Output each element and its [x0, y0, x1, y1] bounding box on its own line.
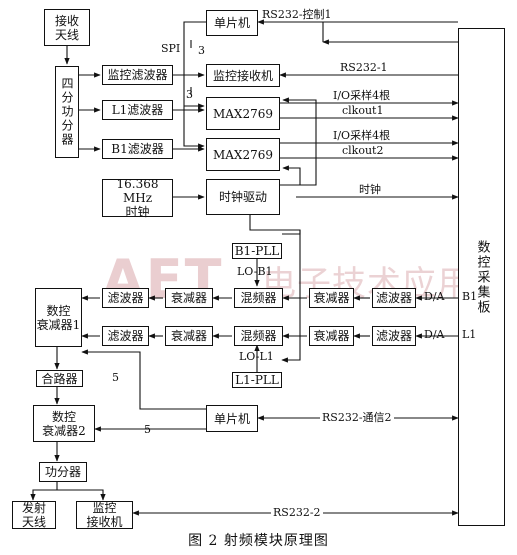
transmit-antenna-block: 发射 天线 [12, 501, 56, 529]
io-sample-2-label: I/O采样4根 [333, 129, 391, 142]
da-b1-label: D/A [424, 290, 445, 303]
rs232-2-label: RS232-2 [271, 506, 323, 519]
b1-tag-label: B1 [462, 290, 478, 303]
bus-width-3-b-label: 3 [186, 88, 193, 101]
digital-attenuator-1-block: 数控 衰减器1 [35, 288, 82, 347]
clkout1-label: clkout1 [342, 104, 384, 117]
monitor-filter-block: 监控滤波器 [102, 65, 173, 85]
mixer-b1-block: 混频器 [234, 288, 283, 308]
watermark-text: 电子技术应用 [262, 264, 472, 304]
clkout2-label: clkout2 [342, 144, 384, 157]
io-sample-1-label: I/O采样4根 [333, 89, 391, 102]
l1-pll-block: L1-PLL [232, 372, 282, 388]
filter-b1-out-block: 滤波器 [102, 288, 149, 308]
lo-b1-label: LO-B1 [237, 265, 273, 278]
mcu-top-block: 单片机 [206, 10, 258, 36]
lo-l1-label: LO-L1 [239, 350, 274, 363]
l1-filter-block: L1滤波器 [102, 100, 173, 120]
max2769-1-block: MAX2769 [206, 97, 280, 130]
filter-b1-in-block: 滤波器 [372, 288, 416, 308]
clock-source-block: 16.368 MHz 时钟 [102, 177, 173, 219]
b1-filter-block: B1滤波器 [102, 139, 173, 159]
rs232-comm2-label: RS232-通信2 [320, 411, 394, 424]
b1-pll-block: B1-PLL [232, 243, 282, 259]
mixer-l1-block: 混频器 [234, 326, 283, 346]
attenuator-l1-in-block: 衰减器 [309, 326, 354, 346]
rs232-control1-label: RS232-控制1 [262, 8, 332, 21]
monitor-receiver-top-block: 监控接收机 [206, 64, 280, 87]
rs232-1-label: RS232-1 [340, 61, 388, 74]
attenuator-l1-out-block: 衰减器 [165, 326, 213, 346]
bus-width-5-b-label: 5 [144, 423, 151, 436]
receive-antenna-block: 接收 天线 [44, 9, 90, 46]
da-l1-label: D/A [424, 328, 445, 341]
bus-width-5-a-label: 5 [112, 371, 119, 384]
max2769-2-block: MAX2769 [206, 138, 280, 171]
monitor-receiver-bottom-block: 监控 接收机 [76, 501, 133, 529]
spi-label: SPI [161, 42, 181, 55]
bus-width-3-a-label: 3 [198, 44, 205, 57]
filter-l1-out-block: 滤波器 [102, 326, 149, 346]
attenuator-b1-in-block: 衰减器 [309, 288, 354, 308]
attenuator-b1-out-block: 衰减器 [165, 288, 213, 308]
combiner-block: 合路器 [36, 370, 83, 387]
four-way-splitter-block: 四分功分器 [55, 66, 79, 158]
digital-attenuator-2-block: 数控 衰减器2 [33, 405, 95, 442]
l1-tag-label: L1 [462, 328, 477, 341]
filter-l1-in-block: 滤波器 [372, 326, 416, 346]
clock-driver-block: 时钟驱动 [206, 179, 280, 215]
power-divider-block: 功分器 [39, 462, 87, 482]
mcu-bottom-block: 单片机 [206, 405, 258, 432]
clock-label: 时钟 [359, 183, 381, 196]
figure-caption: 图 2 射频模块原理图 [188, 533, 329, 549]
daq-board-block: 数控采集板 [458, 28, 505, 526]
